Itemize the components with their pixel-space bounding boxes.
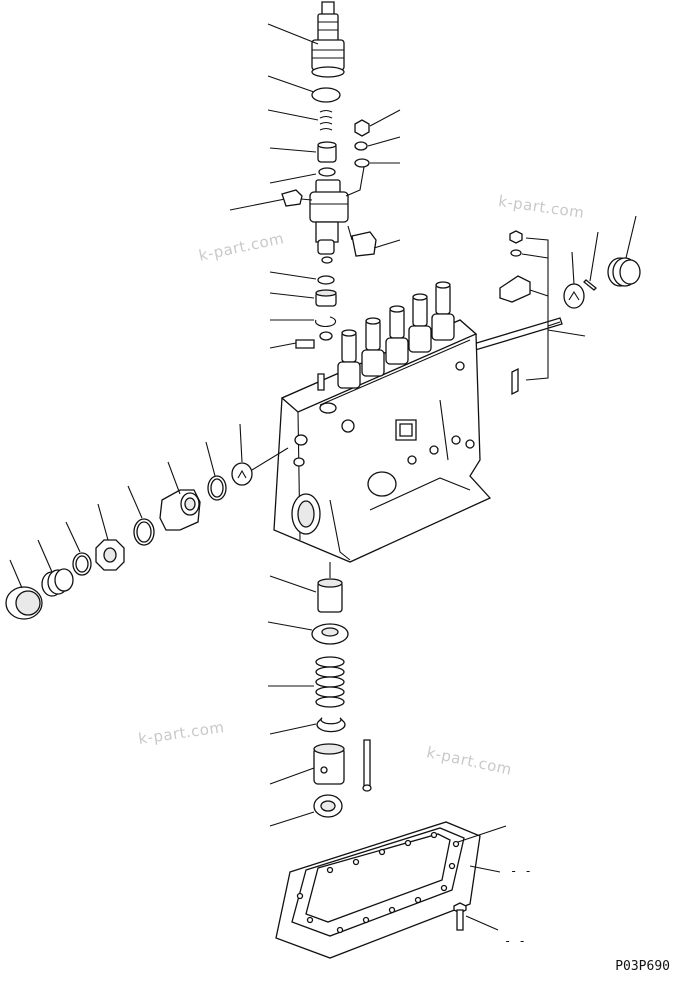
bottom-cover-gasket[interactable] xyxy=(276,822,480,958)
leader-line xyxy=(270,768,314,784)
leader-line xyxy=(206,442,215,476)
leader-line xyxy=(66,522,80,552)
right-hardware-group[interactable] xyxy=(470,231,562,394)
leader-line xyxy=(270,576,316,592)
leader-line xyxy=(270,293,314,298)
leader-line xyxy=(268,24,318,44)
small-stud[interactable] xyxy=(318,374,324,390)
leader-line xyxy=(548,330,585,336)
leader-line xyxy=(270,272,316,279)
leader-line xyxy=(268,622,312,630)
leader-line xyxy=(548,322,560,326)
leader-line xyxy=(270,148,316,152)
leader-line xyxy=(590,232,598,281)
leader-line xyxy=(270,343,296,348)
stopper-plate[interactable] xyxy=(352,232,376,256)
adaptor[interactable] xyxy=(160,490,200,530)
nozzle-holder-top[interactable] xyxy=(312,2,344,77)
delivery-valve-assembly[interactable] xyxy=(310,180,348,263)
roller-pin[interactable] xyxy=(363,740,371,791)
hex-nut[interactable] xyxy=(96,540,124,570)
dash-mark: - - xyxy=(510,864,532,878)
leader-line xyxy=(268,76,314,92)
leader-line xyxy=(470,866,500,872)
leader-line xyxy=(572,252,574,284)
leader-line xyxy=(530,290,548,296)
leader-line xyxy=(466,916,498,930)
nut[interactable] xyxy=(355,120,369,136)
leader-line xyxy=(38,540,52,572)
plunger-barrel-1[interactable] xyxy=(338,330,360,388)
spring-washer[interactable] xyxy=(355,142,367,150)
small-spring[interactable] xyxy=(320,111,332,131)
leader-line xyxy=(98,504,108,540)
tappet-roller[interactable] xyxy=(314,795,342,817)
leader-line xyxy=(268,110,318,120)
pin[interactable] xyxy=(584,280,596,290)
leader-line xyxy=(626,216,636,258)
leader-line xyxy=(346,167,364,196)
bracket-leader xyxy=(526,238,548,380)
lower-spring-seat[interactable] xyxy=(317,718,345,732)
tappet-guide[interactable] xyxy=(318,579,342,612)
gasket-large[interactable] xyxy=(208,476,226,500)
control-pinion[interactable] xyxy=(296,332,332,348)
leader-line xyxy=(374,240,400,248)
leader-line xyxy=(270,812,314,826)
lock-plate[interactable] xyxy=(282,190,302,206)
gasket-small[interactable] xyxy=(73,553,91,575)
leader-line xyxy=(168,462,180,494)
washer[interactable] xyxy=(319,168,335,176)
valve-holder[interactable] xyxy=(318,142,336,162)
leader-line xyxy=(522,254,548,258)
leader-line xyxy=(230,198,290,210)
o-ring[interactable] xyxy=(312,88,340,102)
gasket-medium[interactable] xyxy=(134,519,154,545)
dash-mark: - - xyxy=(504,934,526,948)
tappet[interactable] xyxy=(314,744,344,784)
plunger-barrel-3[interactable] xyxy=(386,306,408,364)
plunger-spring[interactable] xyxy=(316,657,344,707)
spring-seat[interactable] xyxy=(312,624,348,644)
drawing-code: P03P690 xyxy=(615,959,670,974)
check-valve[interactable] xyxy=(232,463,252,485)
leader-line xyxy=(270,174,316,183)
o-ring-2[interactable] xyxy=(318,276,334,284)
leader-line xyxy=(458,826,506,842)
plunger-barrel-2[interactable] xyxy=(362,318,384,376)
leader-line xyxy=(368,137,400,146)
leader-line xyxy=(270,724,316,734)
plug-screw[interactable] xyxy=(42,569,73,596)
leader-line xyxy=(348,226,352,240)
plunger-barrel-4[interactable] xyxy=(409,294,431,352)
plunger-barrel-5[interactable] xyxy=(432,282,454,340)
cap-nut[interactable] xyxy=(6,587,42,619)
cap-with-arrow[interactable] xyxy=(564,284,584,308)
snap-ring[interactable] xyxy=(316,317,336,326)
leader-line xyxy=(10,560,22,588)
leader-line xyxy=(252,448,288,470)
bottom-cover-holes xyxy=(298,833,459,933)
leader-line xyxy=(370,110,400,126)
coil-spring-side[interactable] xyxy=(608,258,640,286)
bolt[interactable] xyxy=(454,903,466,930)
leader-line xyxy=(128,486,142,518)
leader-line xyxy=(240,424,242,462)
plain-washer[interactable] xyxy=(355,159,369,167)
sleeve[interactable] xyxy=(316,290,336,306)
